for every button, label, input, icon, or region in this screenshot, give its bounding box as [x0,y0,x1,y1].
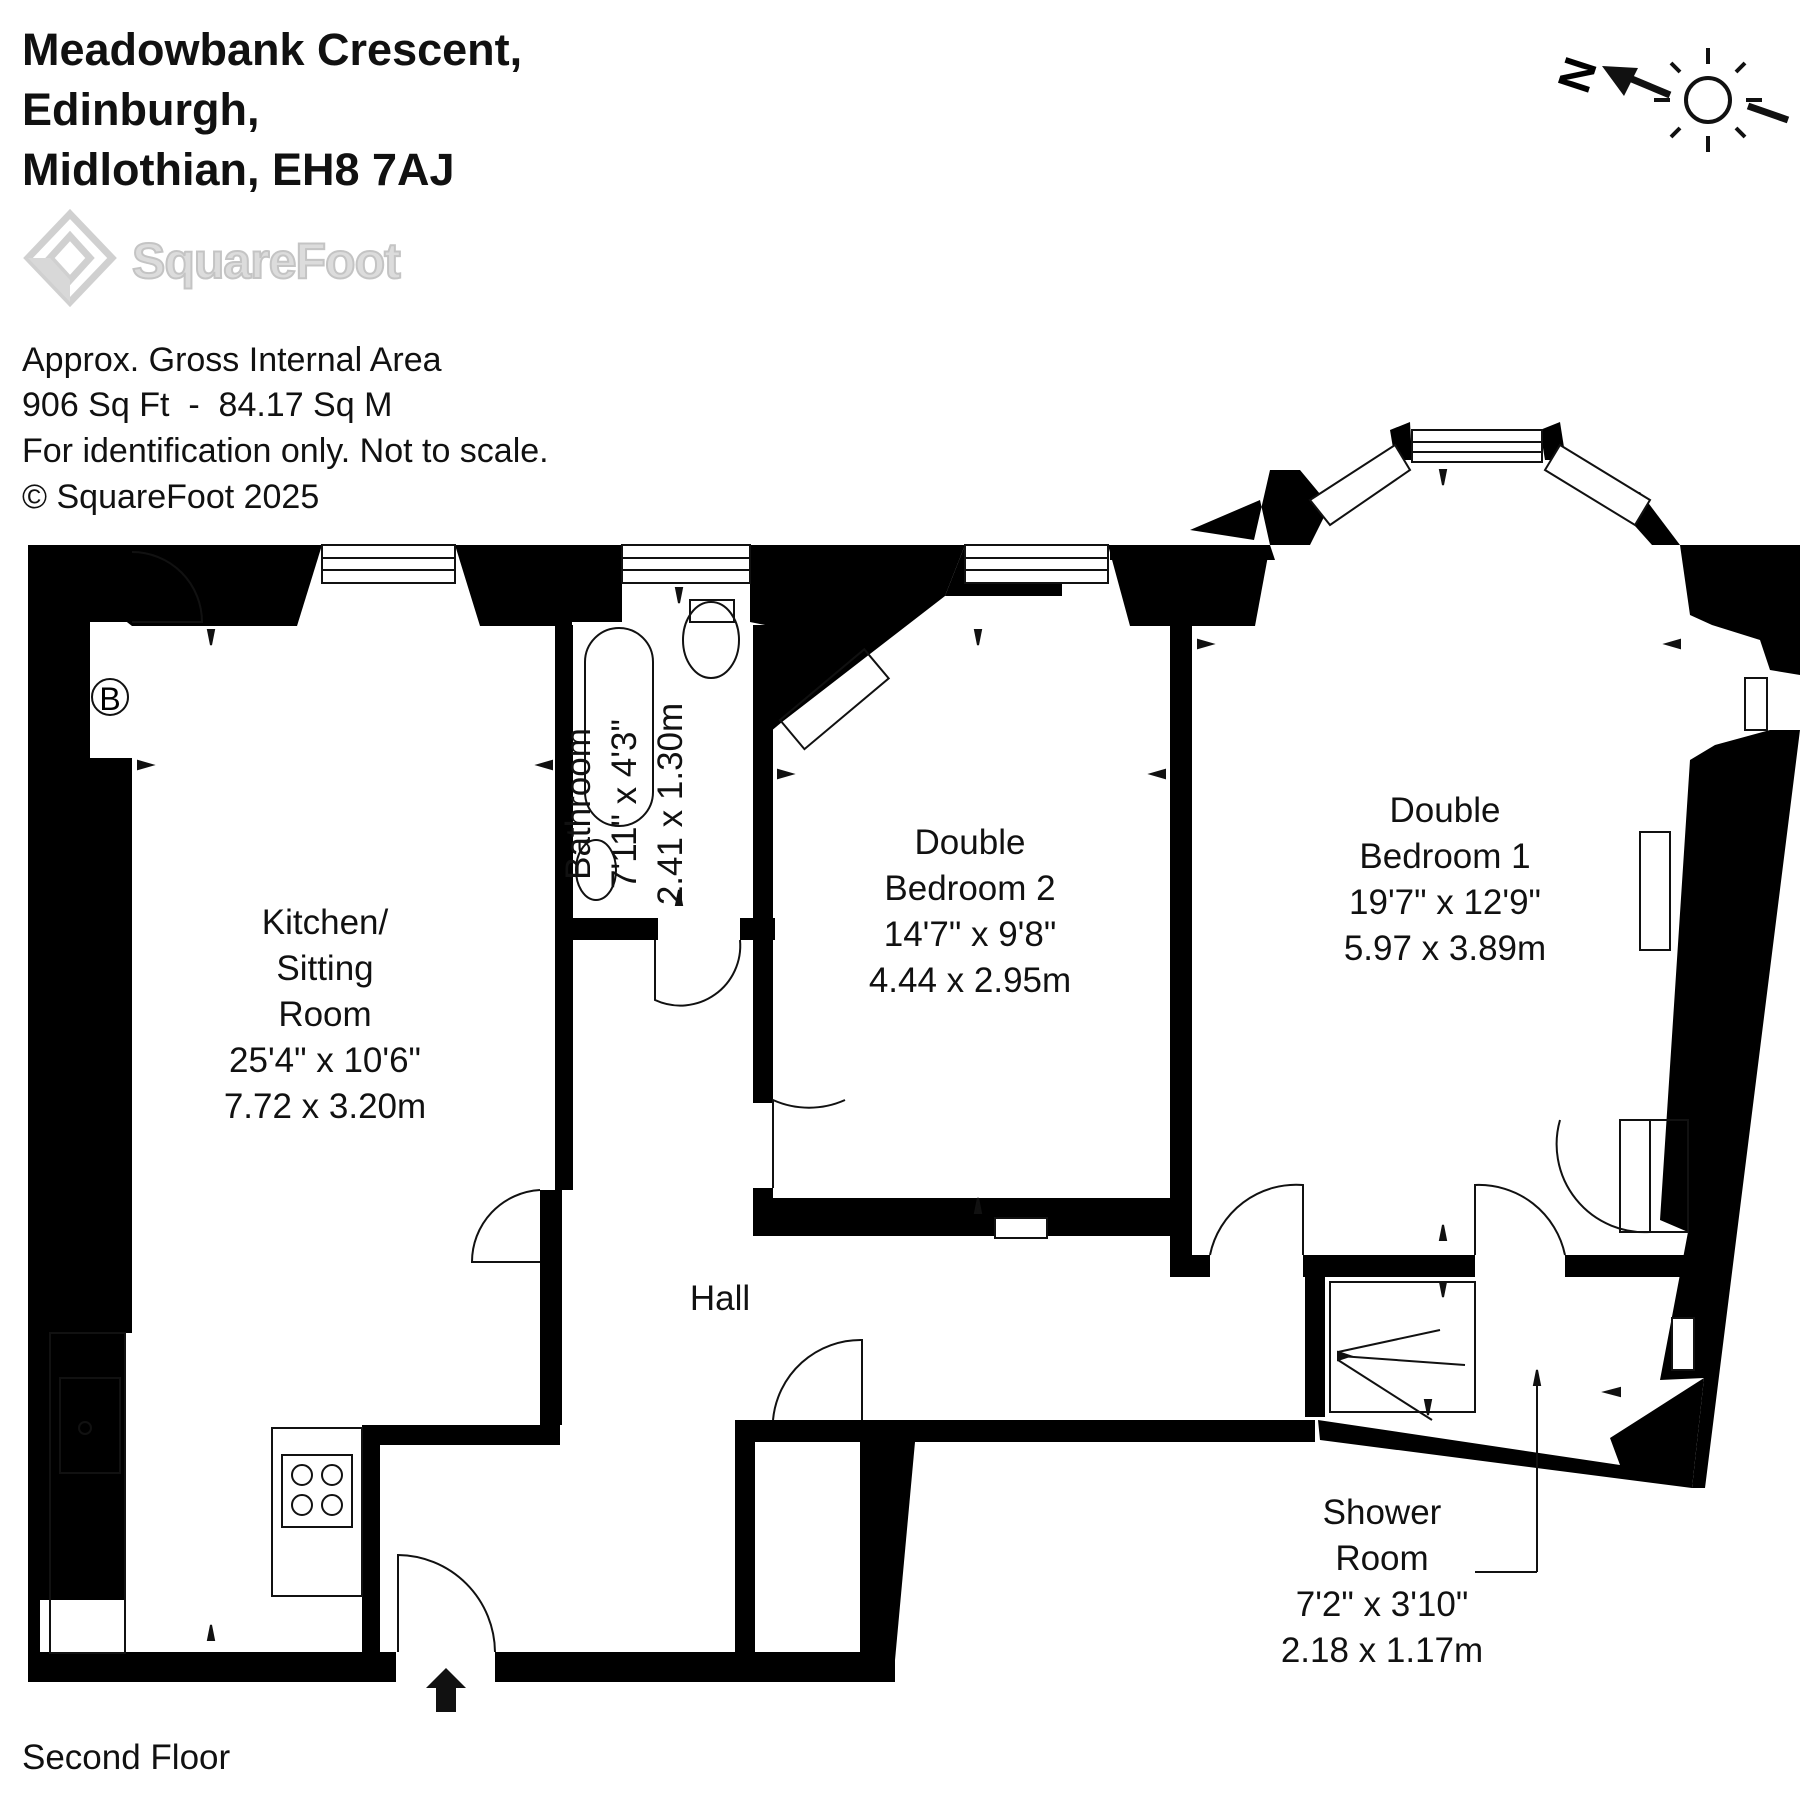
kitchen-name-2: Sitting [276,949,374,988]
shower-door-panel [1619,1119,1689,1233]
kitchen-name-1: Kitchen/ [261,903,389,942]
bathroom-name: Bathroom [559,728,598,880]
sun-icon [1654,48,1790,152]
brand-name: SquareFoot [131,232,402,290]
bedroom1-name-1: Double [1389,791,1501,830]
bathtub [584,627,654,827]
area-label: Approx. Gross Internal Area [22,341,442,379]
room-bedroom-1: Double Bedroom 1 19'7" x 12'9" 5.97 x 3.… [1295,788,1595,972]
shower-tray [1329,1281,1476,1413]
windows [321,429,1768,1371]
squarefoot-diamond-logo-icon [23,208,117,308]
address-line-2: Edinburgh, [22,84,260,135]
fixtures [49,599,1689,1654]
wardrobe-bed1 [1639,831,1671,951]
kitchen-name-3: Room [278,995,372,1034]
bedroom1-name-2: Bedroom 1 [1359,837,1531,876]
basin [575,839,617,901]
bedroom2-name-2: Bedroom 2 [884,869,1056,908]
hob-unit [271,1427,363,1597]
floor-label: Second Floor [22,1738,231,1777]
radiator-bed2 [778,647,891,751]
dimension-marks [137,469,1681,1641]
room-bedroom-2: Double Bedroom 2 14'7" x 9'8" 4.44 x 2.9… [820,820,1120,1004]
disclaimer: For identification only. Not to scale. [22,432,549,470]
shower-imperial: 7'2" x 3'10" [1295,1585,1469,1624]
shower-name-1: Shower [1322,1493,1442,1532]
room-kitchen: Kitchen/ Sitting Room 25'4" x 10'6" 7.72… [200,900,450,1130]
room-shower: Shower Room 7'2" x 3'10" 2.18 x 1.17m [1232,1490,1532,1674]
kitchen-worktop [49,1332,126,1654]
bedroom1-imperial: 19'7" x 12'9" [1349,883,1541,922]
address-line-3: Midlothian, EH8 7AJ [22,144,455,195]
bedroom2-imperial: 14'7" x 9'8" [883,915,1057,954]
walls [28,422,1800,1682]
entrance-arrow-icon [426,1668,466,1712]
bedroom1-metric: 5.97 x 3.89m [1343,929,1547,968]
area-value: 906 Sq Ft - 84.17 Sq M [22,386,393,424]
copyright: © SquareFoot 2025 [22,478,320,516]
doors [131,551,1651,1653]
bedroom2-metric: 4.44 x 2.95m [868,961,1072,1000]
shower-metric: 2.18 x 1.17m [1280,1631,1484,1670]
room-bathroom: Bathroom 7'11" x 4'3" 2.41 x 1.30m [556,654,694,954]
bedroom2-name-1: Double [914,823,1026,862]
kitchen-imperial: 25'4" x 10'6" [229,1041,421,1080]
boiler [91,678,129,716]
hall-name: Hall [689,1279,751,1318]
boiler-label: B [99,681,120,717]
bathroom-metric: 2.41 x 1.30m [651,702,690,906]
compass: N [1547,48,1790,152]
shower-name-2: Room [1335,1539,1429,1578]
address-line-1: Meadowbank Crescent, [22,24,523,75]
sink [59,1377,121,1474]
north-arrow-icon [1602,66,1672,99]
room-hall: Hall [660,1276,780,1322]
toilet [682,601,740,679]
bathroom-imperial: 7'11" x 4'3" [605,719,644,889]
kitchen-metric: 7.72 x 3.20m [223,1087,427,1126]
